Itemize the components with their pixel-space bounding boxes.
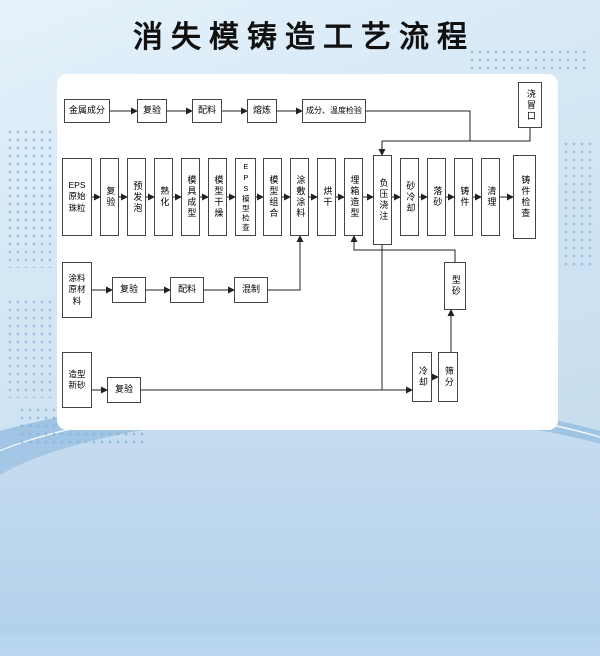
flow-node-melting: 熔炼	[247, 99, 277, 123]
flow-node-mold-forming: 模具成型	[181, 158, 200, 236]
flowchart-panel	[57, 74, 558, 430]
flow-node-gating-riser: 浇冒口	[518, 82, 542, 128]
flow-node-curing: 熟化	[154, 158, 173, 236]
slide-title: 消失模铸造工艺流程	[133, 21, 475, 54]
flow-node-flask-molding: 埋箱造型	[344, 158, 363, 236]
flow-node-vacuum-pouring: 负压浇注	[373, 155, 392, 245]
flow-node-cleaning: 清理	[481, 158, 500, 236]
flow-node-eps-pattern-check: EPS模型检查	[235, 158, 256, 236]
dot-pattern-right	[562, 140, 596, 270]
flow-node-coating-reinspect: 复验	[112, 277, 146, 303]
flow-node-molding-sand: 型砂	[444, 262, 466, 310]
flow-node-eps-reinspect: 复验	[100, 158, 119, 236]
flow-node-screening: 筛分	[438, 352, 458, 402]
flowchart-connectors	[92, 107, 531, 394]
flow-node-casting-inspection: 铸件检查	[513, 155, 536, 239]
flow-node-pre-foaming: 预发泡	[127, 158, 146, 236]
connector-5	[378, 128, 531, 156]
flow-node-new-molding-sand: 造型 新砂	[62, 352, 92, 408]
connector-4	[366, 110, 471, 141]
flow-node-coating-raw-materials: 涂料 原材 料	[62, 262, 92, 318]
flow-node-metal-composition: 金属成分	[64, 99, 110, 123]
dot-pattern-left-upper	[6, 128, 56, 268]
flow-node-shakeout: 落砂	[427, 158, 446, 236]
flow-node-coating-batching: 配料	[170, 277, 204, 303]
flow-node-metal-reinspect: 复验	[137, 99, 167, 123]
flow-node-composition-temperature-check: 成分、温度检验	[302, 99, 366, 123]
connector-25	[268, 235, 304, 291]
connector-31	[350, 235, 456, 262]
flow-node-coating-mixing: 混制	[234, 277, 268, 303]
flow-node-sand-reinspect: 复验	[107, 377, 141, 403]
flow-node-eps-raw-beads: EPS 原始 珠粒	[62, 158, 92, 236]
dot-pattern-top-right	[468, 48, 588, 74]
flow-node-metal-batching: 配料	[192, 99, 222, 123]
flow-node-drying: 烘干	[317, 158, 336, 236]
dot-pattern-left-lower	[6, 298, 56, 398]
flow-node-pattern-drying: 模型干燥	[208, 158, 227, 236]
flow-node-casting: 铸件	[454, 158, 473, 236]
flow-node-pattern-assembly: 模型组合	[263, 158, 282, 236]
flow-node-sand-cooling: 砂冷却	[400, 158, 419, 236]
flow-node-apply-coating: 涂敷涂料	[290, 158, 309, 236]
flow-node-cooling: 冷却	[412, 352, 432, 402]
